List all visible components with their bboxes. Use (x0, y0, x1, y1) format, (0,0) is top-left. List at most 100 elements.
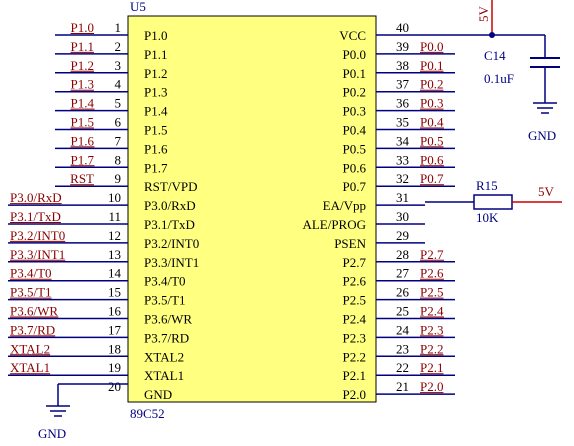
net-label: RST (70, 171, 94, 186)
pin-name: P2.0 (343, 387, 366, 402)
pin-number: 37 (396, 77, 410, 92)
net-label: P1.2 (71, 58, 94, 73)
net-label: P2.2 (420, 341, 443, 356)
net-label: P1.5 (71, 115, 94, 130)
pin-name: P2.2 (343, 349, 366, 364)
capacitor-designator: C14 (484, 48, 506, 63)
pin-7: 7P1.6P1.6 (55, 133, 168, 156)
pin-number: 23 (396, 341, 409, 356)
resistor-r15: R15 10K 5V (425, 178, 562, 225)
net-label: P2.3 (420, 322, 443, 337)
pin-name: P2.6 (343, 274, 367, 289)
resistor-power-label: 5V (538, 184, 555, 199)
pin-5: 5P1.4P1.4 (55, 96, 168, 119)
pin-number: 10 (108, 190, 121, 205)
pin-number: 24 (396, 322, 410, 337)
net-label: P1.7 (71, 152, 95, 167)
net-label: P3.3/INT1 (10, 247, 65, 262)
net-label: XTAL1 (10, 360, 50, 375)
net-label: P3.6/WR (10, 304, 58, 319)
net-label: P0.4 (420, 115, 444, 130)
resistor-designator: R15 (476, 178, 498, 193)
pin-number: 25 (396, 304, 409, 319)
capacitor-c14: C14 0.1uF (484, 35, 560, 103)
net-label: XTAL2 (10, 341, 50, 356)
pin-4: 4P1.3P1.3 (55, 77, 167, 100)
pin-number: 34 (396, 133, 410, 148)
pin-number: 21 (396, 379, 409, 394)
pin-number: 26 (396, 285, 410, 300)
net-label: P0.2 (420, 77, 443, 92)
net-label: P0.6 (420, 152, 444, 167)
pin-2: 2P1.1P1.1 (55, 39, 167, 62)
pin-name: P0.3 (343, 104, 366, 119)
net-label: P3.1/TxD (10, 209, 61, 224)
net-label: P2.6 (420, 266, 444, 281)
pin-name: XTAL1 (144, 368, 184, 383)
pin-number: 4 (115, 77, 122, 92)
net-label: P1.6 (71, 133, 95, 148)
pin-name: P1.5 (144, 123, 167, 138)
pin-number: 32 (396, 171, 409, 186)
pin-name: P3.4/T0 (144, 274, 186, 289)
ground-symbol-left: GND (38, 383, 128, 441)
pin-number: 40 (396, 20, 409, 35)
pin-number: 1 (115, 20, 122, 35)
pin-number: 16 (108, 304, 122, 319)
pin-name: ALE/PROG (302, 217, 366, 232)
pin-name: P2.4 (343, 312, 367, 327)
pin-number: 9 (115, 171, 122, 186)
net-label: P1.1 (71, 39, 94, 54)
pin-number: 33 (396, 152, 409, 167)
net-label: P2.5 (420, 285, 443, 300)
pin-number: 29 (396, 228, 409, 243)
pin-number: 22 (396, 360, 409, 375)
right-pin-group: 40VCC39P0.0P0.038P0.1P0.137P0.2P0.236P0.… (302, 20, 455, 402)
pin-number: 36 (396, 96, 410, 111)
pin-name: P1.2 (144, 66, 167, 81)
net-label: P3.7/RD (10, 322, 55, 337)
pin-name: P3.3/INT1 (144, 255, 199, 270)
pin-name: P1.0 (144, 28, 167, 43)
pin-name: P2.5 (343, 293, 366, 308)
pin-number: 11 (108, 209, 121, 224)
pin-number: 31 (396, 190, 409, 205)
pin-number: 19 (108, 360, 121, 375)
pin-number: 17 (108, 322, 122, 337)
pin-name: VCC (339, 28, 366, 43)
net-label: P3.0/RxD (10, 190, 62, 205)
pin-number: 13 (108, 247, 121, 262)
left-pin-group: 1P1.0P1.02P1.1P1.13P1.2P1.24P1.3P1.35P1.… (8, 20, 199, 402)
pin-number: 15 (108, 285, 121, 300)
ground-label-right: GND (528, 128, 556, 143)
net-label: P2.0 (420, 379, 443, 394)
net-label: P3.2/INT0 (10, 228, 65, 243)
net-label: P0.5 (420, 133, 443, 148)
pin-number: 28 (396, 247, 409, 262)
pin-number: 20 (108, 379, 121, 394)
chip-designator: U5 (130, 0, 146, 14)
pin-number: 18 (108, 341, 121, 356)
pin-name: P3.1/TxD (144, 217, 195, 232)
net-label: P0.0 (420, 39, 443, 54)
net-label: P1.0 (71, 20, 94, 35)
pin-name: PSEN (334, 236, 366, 251)
pin-name: P0.1 (343, 66, 366, 81)
